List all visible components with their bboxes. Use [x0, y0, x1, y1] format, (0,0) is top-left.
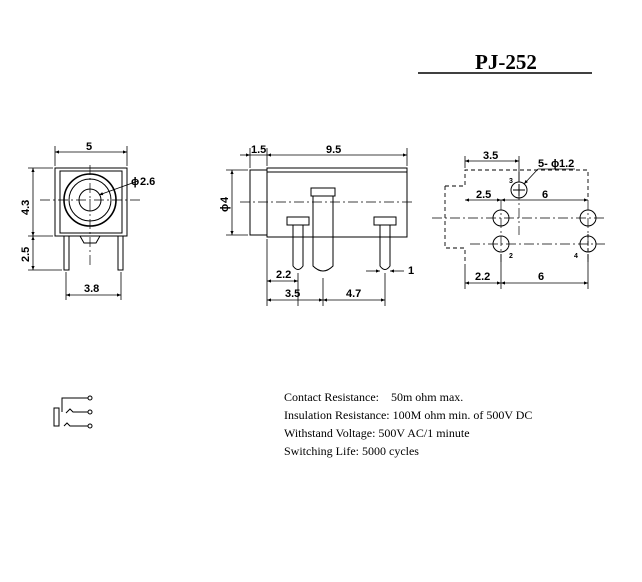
dim-pcb-row-spacing-bottom-label: 6	[538, 271, 544, 283]
front-pin-right	[117, 235, 124, 271]
side-pin-right	[379, 225, 391, 270]
hole-dia-phi: ϕ	[131, 176, 139, 188]
pcb-hole-2	[492, 235, 510, 253]
side-body	[266, 167, 408, 238]
dim-pcb-bottom-offset-label: 2.2	[475, 271, 490, 283]
pcb-view: 3 2 4 3.5 5- ϕ 1.2 2.5 6 2.2 6	[432, 150, 605, 289]
spec-insulation-resistance: Insulation Resistance: 100M ohm min. of …	[284, 408, 532, 422]
side-top-tab	[310, 187, 336, 197]
hole-dia-label: 2.6	[140, 176, 155, 188]
specs-block: Contact Resistance: 50m ohm max. Insulat…	[284, 390, 532, 458]
pcb-hole-4	[579, 235, 597, 253]
pin-label-2: 2	[509, 253, 513, 260]
dim-pcb-row-spacing-top-label: 6	[542, 189, 548, 201]
dim-side-length-label: 9.5	[326, 144, 341, 156]
pcb-hole-5	[579, 209, 597, 227]
dim-pin-width-label: 1	[408, 265, 414, 277]
dim-front-height-label: 4.3	[20, 200, 32, 215]
dim-pcb-offset-label: 2.5	[476, 189, 491, 201]
dim-pin-offset-label: 2.2	[276, 269, 291, 281]
dim-flange-label: 1.5	[251, 144, 266, 156]
side-view: 1.5 9.5 ϕ 4 2.2 1 3.5 4.7	[219, 144, 415, 306]
schematic-tip-line	[65, 408, 88, 414]
dim-front-width-label: 5	[86, 141, 92, 153]
front-body-inner	[59, 170, 123, 234]
hole-callout-dia: 1.2	[559, 158, 574, 170]
schematic-switch-line	[63, 422, 88, 427]
pcb-outline-top	[445, 169, 589, 197]
schematic-sleeve-line	[61, 397, 88, 412]
pcb-hole-1	[492, 209, 510, 227]
schematic-symbol	[53, 395, 93, 429]
side-flange	[249, 169, 268, 236]
side-pin-right-tab	[373, 216, 397, 226]
dim-spacing-b-label: 4.7	[346, 288, 361, 300]
dim-side-dia-phi: ϕ	[219, 204, 231, 212]
front-view: 5 4.3 2.5 3.8 ϕ 2.6	[20, 141, 155, 300]
leader-hole-dia	[98, 180, 139, 196]
side-pin-left-tab	[286, 216, 310, 226]
title-block: PJ-252	[418, 50, 592, 74]
dim-pcb-top-width-label: 3.5	[483, 150, 498, 162]
front-body-outline	[54, 167, 128, 237]
dim-spacing-a-label: 3.5	[285, 288, 300, 300]
dim-pin-spacing-label: 3.8	[84, 283, 99, 295]
dim-side-dia-label: 4	[219, 196, 231, 203]
pin-label-4: 4	[574, 253, 578, 260]
schematic-jack-body	[53, 407, 60, 427]
spec-contact-resistance: Contact Resistance: 50m ohm max.	[284, 390, 463, 404]
side-center-leg	[312, 196, 334, 272]
pin-label-3: 3	[509, 178, 513, 185]
hole-count-label: 5-	[538, 158, 548, 170]
spec-switching-life: Switching Life: 5000 cycles	[284, 444, 419, 458]
front-pin-left	[63, 235, 70, 271]
hole-callout-phi: ϕ	[551, 158, 559, 170]
part-number-title: PJ-252	[475, 50, 537, 74]
side-pin-left	[292, 225, 304, 270]
dim-pin-height-label: 2.5	[20, 247, 32, 262]
spec-withstand-voltage: Withstand Voltage: 500V AC/1 minute	[284, 426, 470, 440]
pcb-outline-left	[444, 186, 466, 262]
